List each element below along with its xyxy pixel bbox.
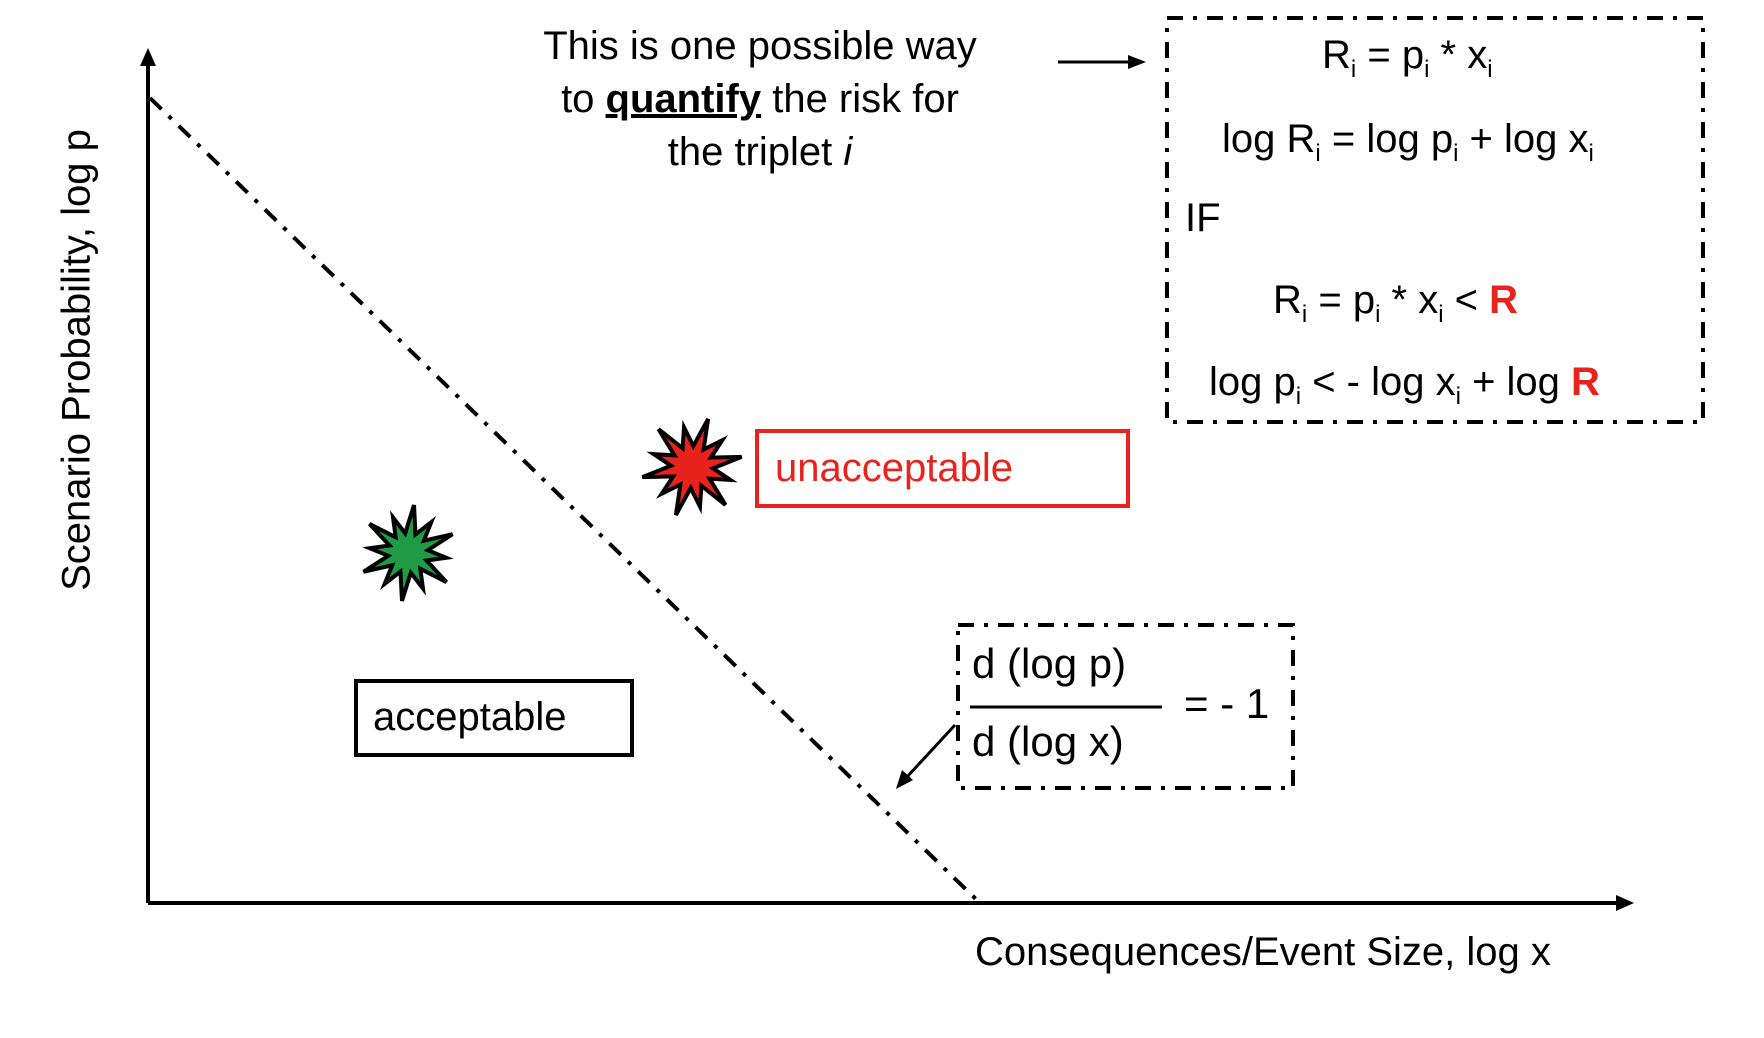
slope-arrowhead	[896, 770, 913, 789]
formula-line-2: log Ri = log pi + log xi	[1222, 117, 1594, 167]
x-axis-label: Consequences/Event Size, log x	[975, 930, 1551, 974]
y-axis-label: Scenario Probability, log p	[54, 129, 99, 591]
slope-arrow	[904, 723, 957, 780]
acceptable-label: acceptable	[373, 695, 567, 739]
formula-line-if: IF	[1185, 196, 1221, 240]
x-axis-arrowhead	[1616, 895, 1634, 911]
slope-value: = - 1	[1184, 680, 1270, 727]
acceptable-scenario-marker	[362, 504, 454, 602]
unacceptable-scenario-marker	[641, 418, 743, 516]
risk-threshold-r-log: R	[1571, 360, 1600, 404]
formula-line-5: log pi < - log xi + log R	[1209, 360, 1600, 410]
y-axis-arrowhead	[140, 48, 156, 66]
formula-box	[1165, 16, 1705, 424]
slope-numerator: d (log p)	[972, 640, 1127, 687]
note-triplet-index: i	[843, 130, 853, 174]
note-line-1: This is one possible way	[543, 24, 977, 68]
acceptable-box	[354, 679, 634, 757]
unacceptable-box	[755, 429, 1130, 508]
slope-box	[956, 623, 1295, 790]
formula-line-4: Ri = pi * xi < R	[1273, 278, 1519, 328]
unacceptable-label: unacceptable	[775, 446, 1013, 490]
risk-threshold-r: R	[1489, 278, 1519, 322]
annotation-note: This is one possible way to quantify the…	[475, 20, 1045, 179]
formula-line-1: Ri = pi * xi	[1322, 33, 1493, 83]
note-line-3-pre: the triplet	[667, 130, 844, 174]
risk-boundary-line	[148, 96, 982, 905]
note-line-2-pre: to	[561, 77, 606, 121]
note-line-2-post: the risk for	[761, 77, 959, 121]
slope-denominator: d (log x)	[972, 718, 1124, 765]
note-arrowhead	[1128, 55, 1146, 69]
note-quantify: quantify	[605, 77, 762, 121]
